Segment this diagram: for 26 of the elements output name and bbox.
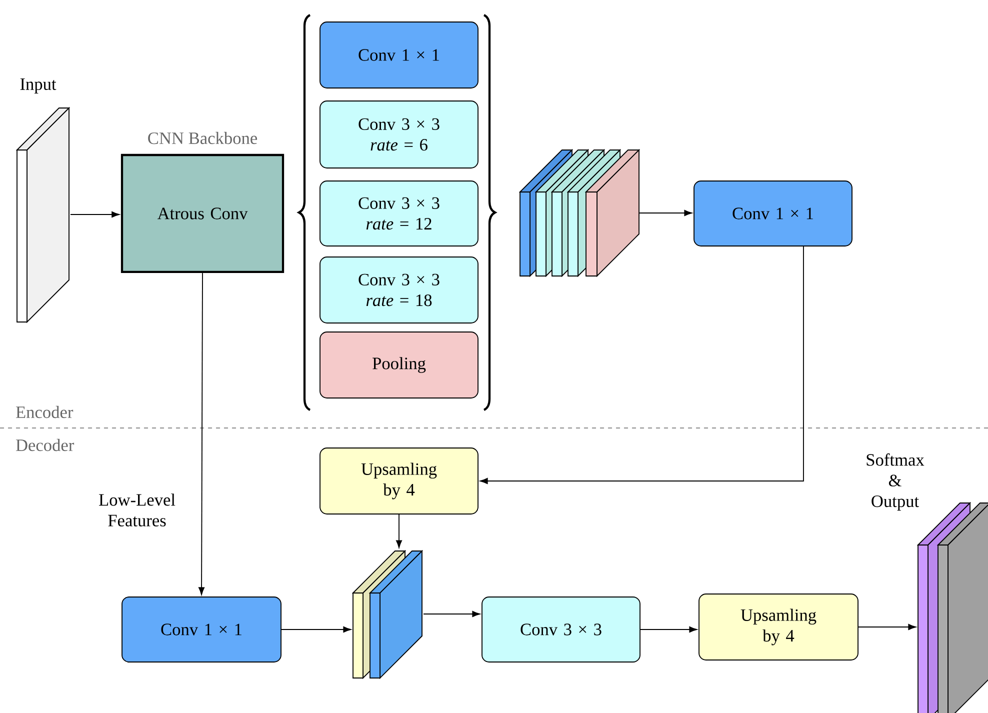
- upsampling-box: Upsamling by 4: [320, 448, 478, 514]
- edge-label: Low-Level Features: [99, 494, 176, 526]
- arrow: [70, 211, 120, 218]
- section-label: Decoder: [16, 438, 74, 452]
- arrow: [480, 246, 804, 484]
- conv-box: Conv 3 × 3 rate = 6: [320, 100, 478, 168]
- arrow: [639, 210, 692, 216]
- arrow: [858, 624, 916, 630]
- section-label: Encoder: [16, 406, 74, 418]
- pooling-box: Pooling: [320, 332, 478, 398]
- conv-box: Conv 3 × 3: [482, 596, 640, 662]
- conv-box: Conv 1 × 1: [320, 22, 478, 88]
- conv-box: Conv 3 × 3 rate = 18: [320, 256, 478, 324]
- caption-text: Softmax & Output: [866, 453, 924, 511]
- conv-box: Conv 1 × 1: [694, 180, 852, 246]
- group-title: CNN Backbone: [148, 132, 258, 144]
- arrow: [423, 610, 480, 617]
- arrow: [198, 272, 205, 595]
- caption-text: Input: [20, 78, 56, 94]
- conv-box: Conv 1 × 1: [122, 596, 282, 662]
- conv-box: Conv 3 × 3 rate = 12: [320, 180, 478, 246]
- arrow: [640, 626, 697, 632]
- arrow: [281, 626, 351, 632]
- backbone-box: Atrous Conv: [120, 154, 284, 274]
- arrow: [396, 514, 402, 548]
- upsampling-box: Upsamling by 4: [698, 594, 858, 660]
